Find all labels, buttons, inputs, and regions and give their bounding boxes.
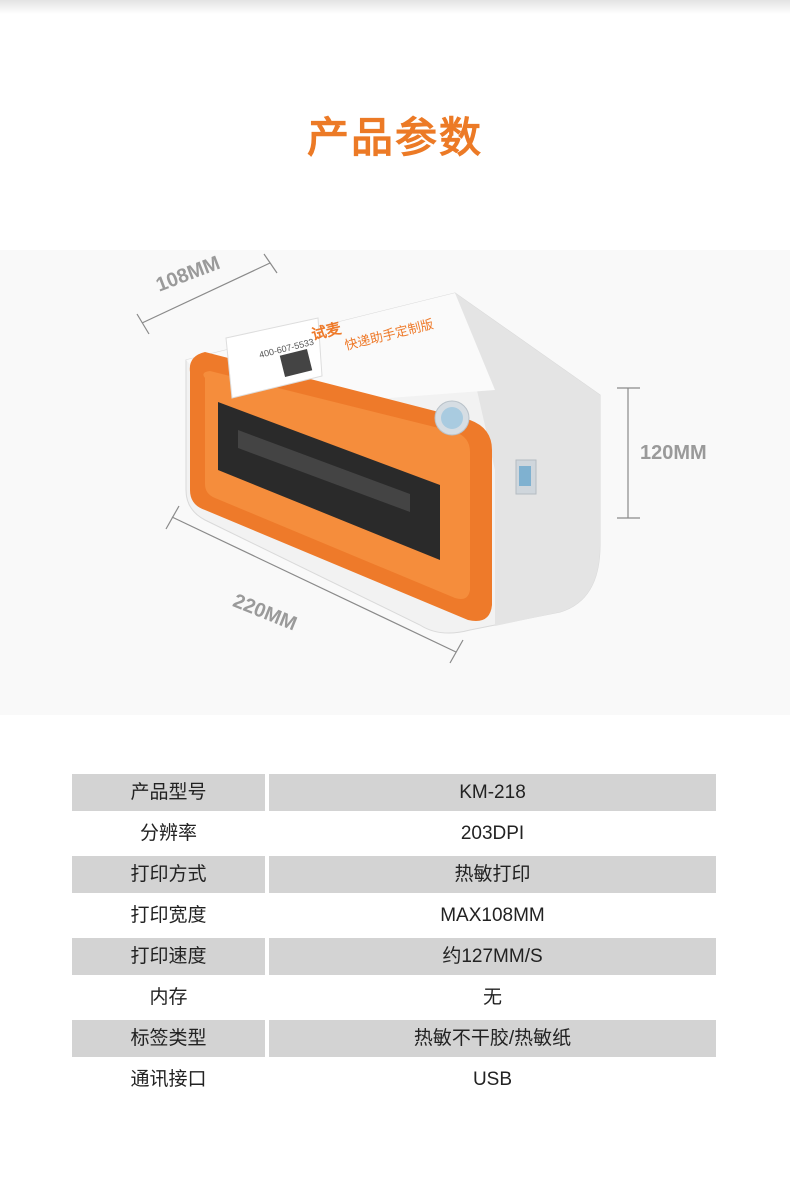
spec-value: 热敏打印 — [269, 856, 716, 893]
spec-value: 203DPI — [460, 823, 525, 844]
spec-label: 打印速度 — [72, 938, 265, 975]
spec-label: 标签类型 — [72, 1020, 265, 1057]
dimension-height-label: 120MM — [640, 442, 707, 464]
spec-value: 热敏不干胶/热敏纸 — [269, 1020, 716, 1057]
product-image-area: 试麦 快递助手定制版 400-607-5533 108MM 220MM 120M… — [0, 250, 790, 715]
spec-row: 打印方式热敏打印 — [72, 856, 716, 893]
spec-value: USB — [472, 1069, 513, 1090]
spec-label: 分辨率 — [139, 822, 197, 844]
spec-row: 内存 无 — [72, 979, 716, 1016]
printer-body — [185, 292, 601, 634]
printer-illustration: 试麦 快递助手定制版 400-607-5533 — [136, 253, 640, 664]
spec-value: MAX108MM — [440, 905, 545, 926]
spec-label: 打印宽度 — [130, 904, 207, 926]
top-shadow — [0, 0, 790, 14]
dimension-lines — [136, 253, 640, 664]
spec-value: KM-218 — [269, 774, 716, 811]
spec-label: 打印方式 — [72, 856, 265, 893]
spec-row: 标签类型热敏不干胶/热敏纸 — [72, 1020, 716, 1057]
page-title: 产品参数 — [306, 113, 483, 162]
spec-row: 分辨率 203DPI — [72, 815, 716, 852]
spec-label: 内存 — [149, 986, 188, 1008]
spec-row: 打印宽度 MAX108MM — [72, 897, 716, 934]
spec-row: 打印速度约127MM/S — [72, 938, 716, 975]
spec-row: 通讯接口 USB — [72, 1061, 716, 1098]
spec-label: 产品型号 — [72, 774, 265, 811]
spec-value: 约127MM/S — [269, 938, 716, 975]
spec-value: 无 — [482, 987, 502, 1008]
spec-label: 通讯接口 — [130, 1068, 207, 1090]
